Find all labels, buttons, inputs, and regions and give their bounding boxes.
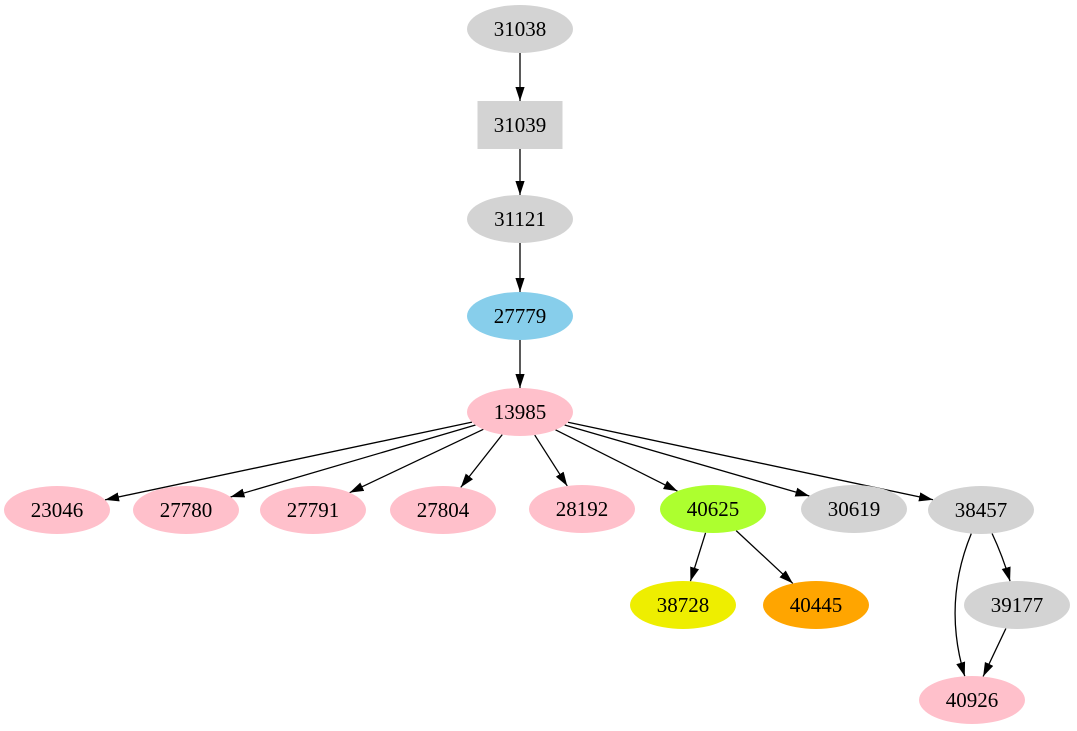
node-label: 38728 <box>657 593 710 617</box>
node-ellipse-shape <box>928 486 1034 534</box>
edge-13985-40625 <box>555 429 678 492</box>
node-label: 30619 <box>828 497 881 521</box>
node-39177: 39177 <box>964 581 1070 629</box>
edges-layer <box>104 53 1011 677</box>
node-28192: 28192 <box>529 485 635 533</box>
node-label: 31039 <box>494 113 547 137</box>
edge-13985-27804 <box>460 434 503 488</box>
node-label: 40625 <box>687 497 740 521</box>
edge-40625-38728 <box>689 532 707 582</box>
node-ellipse-shape <box>133 486 239 534</box>
node-label: 31038 <box>494 17 547 41</box>
node-label: 27780 <box>160 498 213 522</box>
node-27779: 27779 <box>467 292 573 340</box>
node-label: 27779 <box>494 304 547 328</box>
node-27791: 27791 <box>260 486 366 534</box>
node-ellipse-shape <box>467 292 573 340</box>
node-label: 27791 <box>287 498 340 522</box>
node-ellipse-shape <box>390 486 496 534</box>
node-23046: 23046 <box>4 486 110 534</box>
edge-39177-40926 <box>982 628 1007 677</box>
edge-38457-39177 <box>991 533 1011 582</box>
node-label: 23046 <box>31 498 84 522</box>
edge-13985-27791 <box>349 428 484 494</box>
node-31038: 31038 <box>467 5 573 53</box>
node-label: 13985 <box>494 400 547 424</box>
node-label: 40926 <box>946 688 999 712</box>
edge-13985-30619 <box>564 424 810 497</box>
node-label: 40445 <box>790 593 843 617</box>
node-38457: 38457 <box>928 486 1034 534</box>
node-label: 27804 <box>417 498 470 522</box>
node-ellipse-shape <box>467 195 573 243</box>
node-27780: 27780 <box>133 486 239 534</box>
node-box-shape <box>477 101 563 149</box>
node-label: 28192 <box>556 497 609 521</box>
node-38728: 38728 <box>630 581 736 629</box>
node-label: 39177 <box>991 593 1044 617</box>
node-ellipse-shape <box>801 485 907 533</box>
edge-13985-23046 <box>104 421 473 502</box>
edge-13985-27780 <box>230 424 476 498</box>
node-13985: 13985 <box>467 388 573 436</box>
nodes-layer: 31038 31039 31121 27779 13985 23046 27780 27791… <box>4 5 1070 724</box>
node-40445: 40445 <box>763 581 869 629</box>
node-ellipse-shape <box>467 388 573 436</box>
node-ellipse-shape <box>529 485 635 533</box>
edge-38457-40926 <box>954 533 972 677</box>
node-27804: 27804 <box>390 486 496 534</box>
node-ellipse-shape <box>4 486 110 534</box>
node-ellipse-shape <box>630 581 736 629</box>
node-31121: 31121 <box>467 195 573 243</box>
node-label: 31121 <box>494 207 546 231</box>
edge-13985-28192 <box>534 434 568 487</box>
node-40625: 40625 <box>660 485 766 533</box>
node-ellipse-shape <box>763 581 869 629</box>
node-31039: 31039 <box>477 101 563 149</box>
node-ellipse-shape <box>260 486 366 534</box>
node-30619: 30619 <box>801 485 907 533</box>
node-40926: 40926 <box>919 676 1025 724</box>
edge-40625-40445 <box>735 530 794 584</box>
node-ellipse-shape <box>964 581 1070 629</box>
node-ellipse-shape <box>919 676 1025 724</box>
node-label: 38457 <box>955 498 1008 522</box>
node-ellipse-shape <box>660 485 766 533</box>
node-ellipse-shape <box>467 5 573 53</box>
